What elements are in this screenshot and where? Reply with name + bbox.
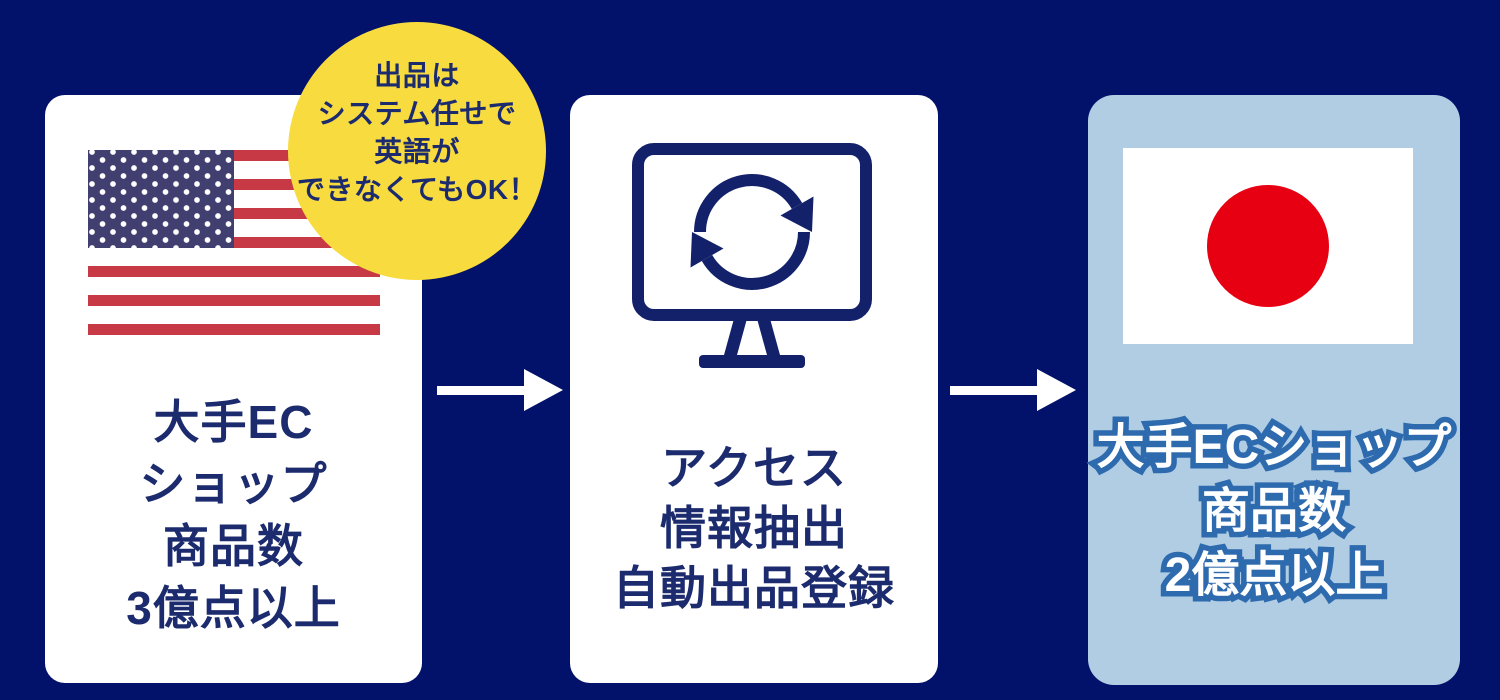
result-text-line: 商品数 商品数 (1088, 480, 1460, 544)
arrow-right-icon (437, 369, 563, 411)
source-card-text: 大手EC ショップ 商品数 3億点以上 (45, 391, 422, 639)
badge-text-line: 出品は (374, 60, 460, 91)
result-text-fill: 2億点以上 (1164, 549, 1384, 602)
result-text-stroke: 2億点以上 (1159, 544, 1389, 608)
arrow-right-icon (950, 369, 1076, 411)
badge-text: 出品は システム任せで 英語が できなくてもOK！ (288, 22, 546, 209)
card-result-shop: 大手ECショップ 大手ECショップ 商品数 商品数 2億点以上 2億点以上 (1088, 95, 1460, 685)
japan-flag-sun (1207, 185, 1329, 307)
badge-text-line: システム任せで (317, 98, 517, 129)
result-text-stroke: 商品数 (1196, 480, 1351, 544)
result-text-line: 2億点以上 2億点以上 (1088, 544, 1460, 608)
result-text-fill: 商品数 (1201, 485, 1346, 538)
result-text-stroke: 大手ECショップ (1091, 416, 1457, 480)
card-system-process: アクセス 情報抽出 自動出品登録 (570, 95, 938, 683)
source-text-line: 大手EC (153, 396, 314, 448)
monitor-sync-icon (632, 143, 872, 368)
process-text-line: アクセス (661, 442, 847, 494)
result-text-fill: 大手ECショップ (1096, 421, 1452, 474)
result-card-text: 大手ECショップ 大手ECショップ 商品数 商品数 2億点以上 2億点以上 (1088, 416, 1460, 608)
process-text-line: 情報抽出 (660, 502, 848, 554)
badge-no-english-needed: 出品は システム任せで 英語が できなくてもOK！ (288, 22, 546, 280)
source-text-line: ショップ (139, 458, 328, 510)
us-flag-canton-stars (88, 150, 234, 248)
badge-text-line: できなくてもOK！ (296, 174, 538, 205)
process-text-line: 自動出品登録 (613, 562, 895, 614)
result-text-line: 大手ECショップ 大手ECショップ (1088, 416, 1460, 480)
badge-text-line: 英語が (374, 136, 460, 167)
process-card-text: アクセス 情報抽出 自動出品登録 (570, 438, 938, 618)
source-text-line: 3億点以上 (126, 582, 341, 634)
japan-flag (1123, 148, 1413, 344)
source-text-line: 商品数 (163, 520, 304, 572)
